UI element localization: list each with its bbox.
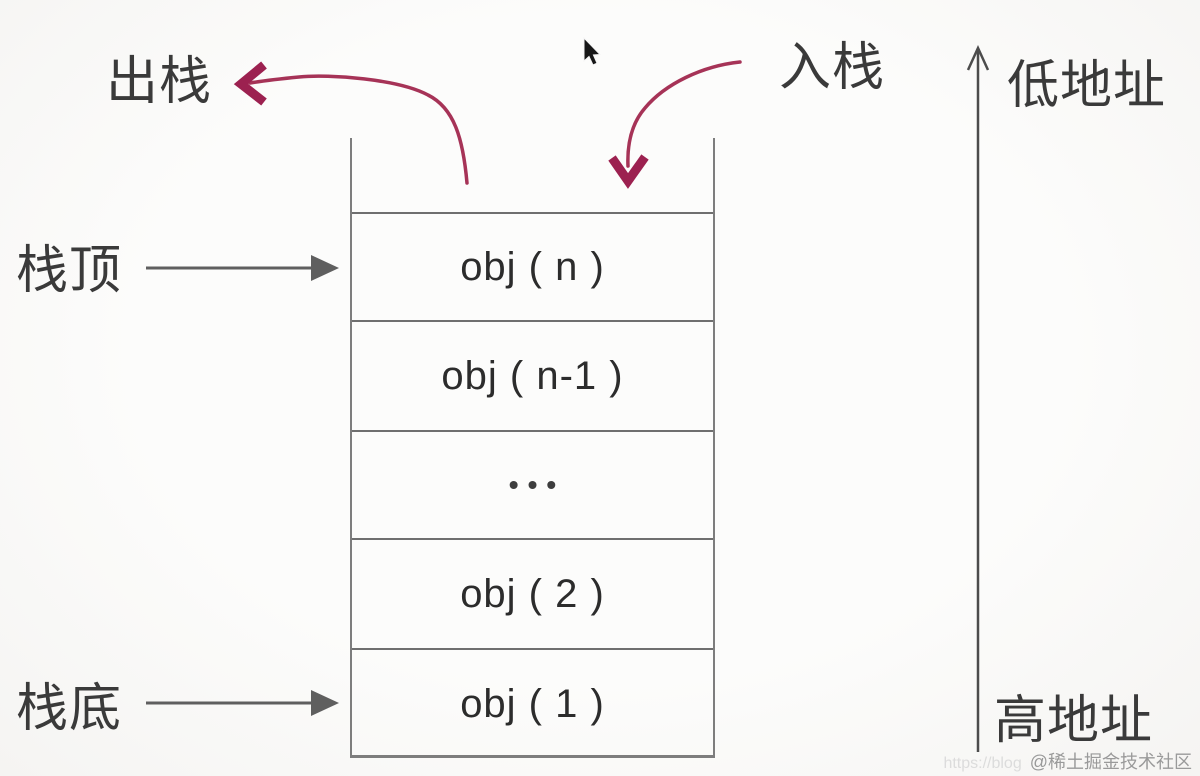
stack-cell-obj-2: obj ( 2 )	[352, 538, 713, 648]
stack-cell-obj-1: obj ( 1 )	[352, 648, 713, 758]
watermark-url: https://blog	[943, 755, 1022, 772]
stack-bottom-arrow	[146, 690, 339, 716]
address-direction-arrow	[966, 44, 990, 752]
stack-cell-label: obj ( n )	[460, 244, 605, 289]
push-label: 入栈	[779, 39, 886, 97]
stack-cell-label: obj ( n-1 )	[441, 353, 624, 398]
low-address-label: 低地址	[1007, 57, 1167, 115]
stack-cells: obj ( n ) obj ( n-1 ) ••• obj ( 2 ) obj …	[352, 212, 713, 758]
high-address-label: 高地址	[994, 692, 1154, 750]
stack-top-label: 栈顶	[16, 242, 123, 300]
stack-cell-ellipsis: •••	[352, 430, 713, 538]
stack-container: obj ( n ) obj ( n-1 ) ••• obj ( 2 ) obj …	[350, 138, 715, 758]
pop-label: 出栈	[106, 53, 213, 111]
watermark: https://blog @稀土掘金技术社区	[943, 753, 1192, 772]
mouse-cursor-icon	[583, 36, 602, 66]
stack-top-arrow	[146, 255, 339, 281]
stack-bottom-label: 栈底	[16, 680, 123, 738]
stack-cell-label: •••	[508, 469, 566, 500]
stack-cell-label: obj ( 1 )	[460, 681, 605, 726]
stack-cell-obj-n: obj ( n )	[352, 212, 713, 320]
stack-cell-label: obj ( 2 )	[460, 571, 605, 616]
stack-cell-obj-n-1: obj ( n-1 )	[352, 320, 713, 430]
watermark-credit: @稀土掘金技术社区	[1029, 752, 1192, 772]
